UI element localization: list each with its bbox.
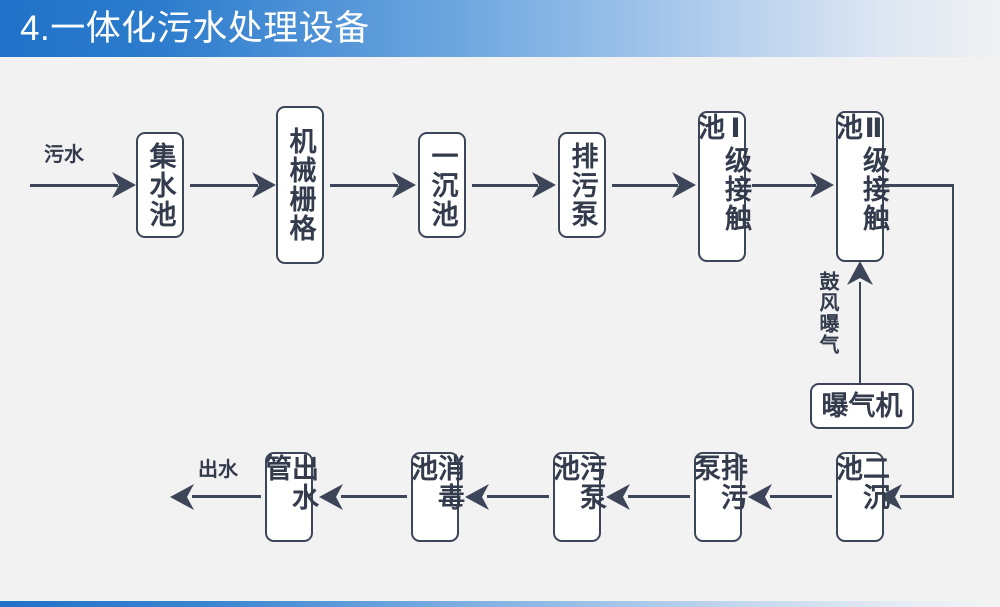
node-outlet-pipe[interactable]: 出水管 [261,452,318,542]
node-label: 曝气机 [821,390,903,421]
edge-contact2-right [884,184,954,187]
node-label: Ⅱ级接触池 [832,113,889,233]
arrowhead-settler-to-pump2 [748,484,772,510]
node-sewage-pump-1[interactable]: 排污泵 [558,132,606,238]
node-label: 机械栅格 [285,127,316,243]
arrowhead-pump2-to-sludge [606,484,630,510]
edge-disinfection-to-outlet [341,495,407,498]
arrowhead-collection-to-grid [252,172,276,198]
arrowhead-disinfection-to-outlet [319,484,343,510]
node-secondary-settler[interactable]: 二沉池 [832,452,889,542]
node-sewage-pump-2[interactable]: 排污泵 [690,452,747,542]
edge-pump2-to-sludge [628,495,690,498]
node-aerator[interactable]: 曝气机 [810,383,914,429]
arrowhead-outlet [170,484,194,510]
node-primary-settler[interactable]: 一沉池 [418,132,466,238]
process-flow-diagram: 污水 集水池 机械栅格 一沉池 排污泵 Ⅰ级接触池 Ⅱ级接触池 [0,57,1000,601]
edge-aerator-up [858,282,861,383]
edge-sludge-to-disinfection [487,495,549,498]
header-bar: 4.一体化污水处理设备 [0,0,1000,57]
arrowhead-aeration-up [847,261,873,285]
edge-inlet [30,184,118,187]
aeration-label: 鼓风曝气 [816,271,838,355]
arrowhead-contact1-to-contact2 [810,172,834,198]
node-label: 排污泵 [690,454,747,512]
node-label: 出水管 [261,454,318,512]
arrowhead-pump1-to-contact1 [672,172,696,198]
arrowhead-primary-to-pump1 [532,172,556,198]
node-contact-tank-1[interactable]: Ⅰ级接触池 [694,111,751,262]
footer-bar [0,601,1000,607]
arrowhead-sludge-to-disinfection [465,484,489,510]
node-mechanical-grid[interactable]: 机械栅格 [276,106,324,264]
node-label: 一沉池 [427,141,458,229]
edge-outlet [192,495,261,498]
node-contact-tank-2[interactable]: Ⅱ级接触池 [832,111,889,262]
edge-right-to-settler [900,495,954,498]
node-label: 消毒池 [407,454,464,512]
node-label: 二沉池 [832,454,889,512]
page-title: 4.一体化污水处理设备 [20,9,370,48]
node-label: 污泵池 [549,454,606,512]
outlet-label: 出水 [198,459,238,481]
node-label: 排污泵 [567,141,598,229]
edge-contact1-to-contact2 [752,184,816,187]
node-collection-tank[interactable]: 集水池 [136,132,184,238]
edge-grid-to-primary [330,184,398,187]
inlet-label: 污水 [44,144,84,166]
node-sludge-pump-tank[interactable]: 污泵池 [549,452,606,542]
arrowhead-inlet [112,172,136,198]
edge-primary-to-pump1 [472,184,538,187]
node-disinfection-tank[interactable]: 消毒池 [407,452,464,542]
edge-pump1-to-contact1 [612,184,678,187]
edge-right-down [951,184,954,497]
edge-settler-to-pump2 [770,495,832,498]
edge-collection-to-grid [190,184,258,187]
arrowhead-to-secondary-settler [878,484,902,510]
arrowhead-grid-to-primary [392,172,416,198]
node-label: Ⅰ级接触池 [694,113,751,233]
node-label: 集水池 [145,141,176,229]
